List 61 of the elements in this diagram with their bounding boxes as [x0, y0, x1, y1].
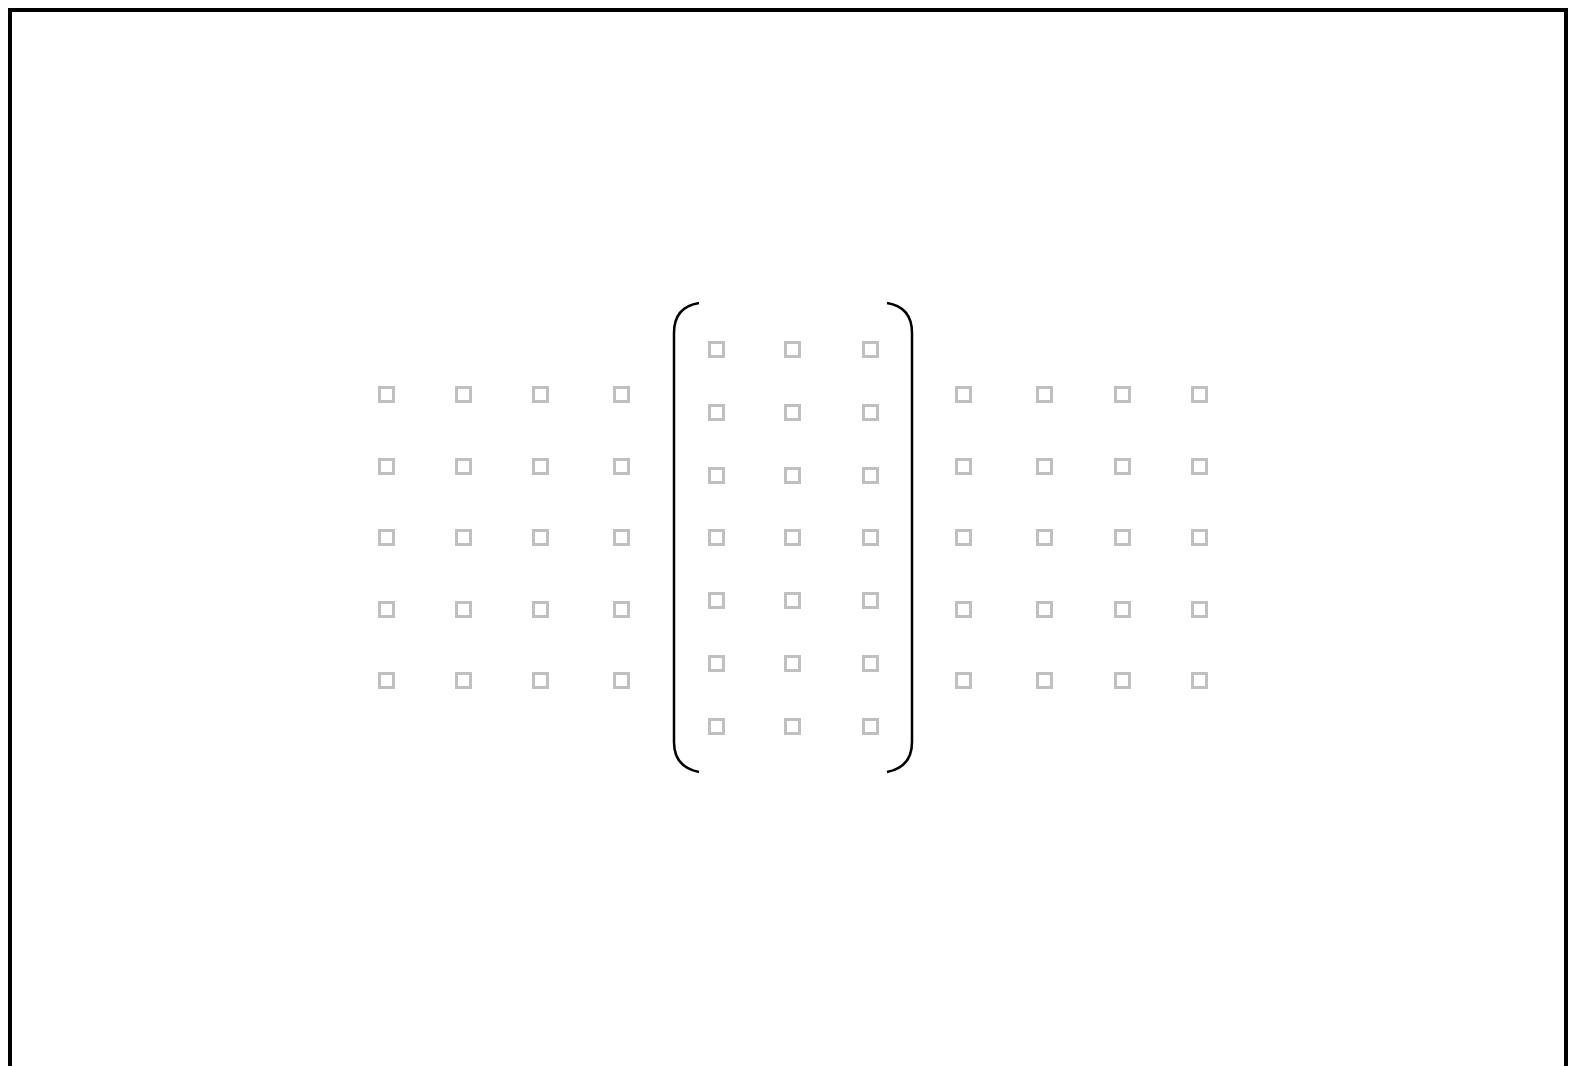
af-point-square — [454, 600, 472, 618]
af-point-square — [531, 457, 549, 475]
af-point-square — [707, 528, 725, 546]
af-point-square — [707, 591, 725, 609]
af-point-square — [1190, 457, 1208, 475]
af-point-square — [707, 466, 725, 484]
af-point-square — [1113, 600, 1131, 618]
af-point-square — [531, 671, 549, 689]
af-point-square — [861, 717, 879, 735]
af-point-square — [531, 600, 549, 618]
af-point-square — [954, 600, 972, 618]
af-point-square — [377, 671, 395, 689]
af-point-square — [783, 591, 801, 609]
af-point-square — [1190, 385, 1208, 403]
af-point-square — [531, 528, 549, 546]
af-point-square — [612, 385, 630, 403]
af-point-square — [1035, 385, 1053, 403]
af-point-square — [954, 671, 972, 689]
af-point-square — [707, 403, 725, 421]
af-point-square — [1035, 528, 1053, 546]
af-point-square — [1113, 457, 1131, 475]
af-point-square — [861, 528, 879, 546]
af-point-square — [954, 528, 972, 546]
af-point-square — [1035, 671, 1053, 689]
af-point-square — [454, 385, 472, 403]
af-point-square — [707, 654, 725, 672]
af-point-square — [954, 385, 972, 403]
af-point-square — [783, 340, 801, 358]
af-point-square — [783, 528, 801, 546]
af-point-square — [531, 385, 549, 403]
af-point-square — [707, 717, 725, 735]
af-point-square — [861, 466, 879, 484]
af-point-square — [1190, 600, 1208, 618]
af-point-square — [612, 600, 630, 618]
af-point-square — [1190, 528, 1208, 546]
af-point-square — [861, 403, 879, 421]
af-point-square — [454, 457, 472, 475]
af-point-square — [861, 591, 879, 609]
af-point-square — [1035, 600, 1053, 618]
af-point-square — [1190, 671, 1208, 689]
af-point-square — [612, 528, 630, 546]
af-point-square — [783, 466, 801, 484]
af-point-square — [861, 340, 879, 358]
af-point-square — [1035, 457, 1053, 475]
af-point-square — [377, 457, 395, 475]
af-point-square — [783, 403, 801, 421]
af-point-square — [954, 457, 972, 475]
af-point-square — [377, 385, 395, 403]
af-point-square — [377, 528, 395, 546]
af-point-square — [1113, 385, 1131, 403]
af-point-square — [612, 457, 630, 475]
af-point-square — [612, 671, 630, 689]
af-point-square — [1113, 671, 1131, 689]
af-point-square — [783, 654, 801, 672]
af-point-square — [783, 717, 801, 735]
af-point-square — [454, 528, 472, 546]
af-point-square — [454, 671, 472, 689]
af-point-square — [1113, 528, 1131, 546]
af-point-square — [707, 340, 725, 358]
af-point-square — [861, 654, 879, 672]
af-point-square — [377, 600, 395, 618]
